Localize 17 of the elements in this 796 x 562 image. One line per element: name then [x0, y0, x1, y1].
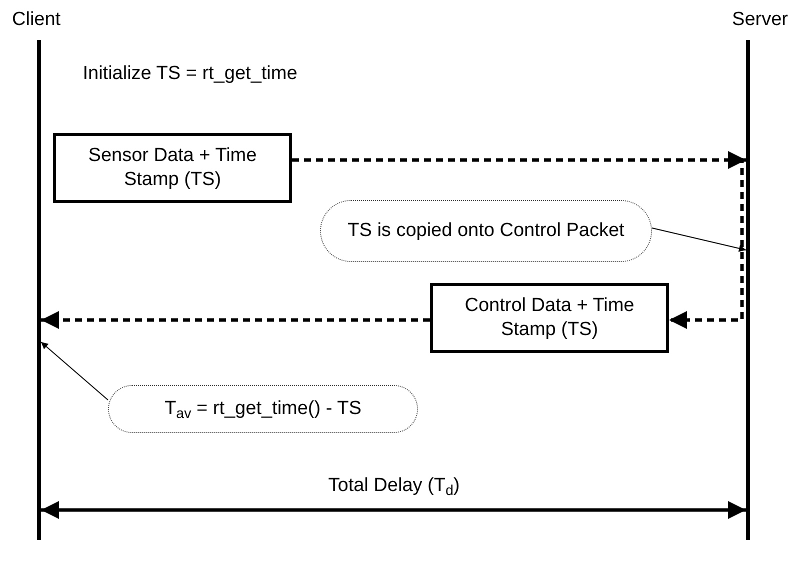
arrow	[41, 311, 430, 329]
lifeline	[746, 40, 750, 540]
node-caption: Initialize TS = rt_get_time	[82, 62, 298, 86]
lifeline	[37, 40, 41, 540]
message-box	[430, 283, 669, 353]
edge-label: Total Delay (T$_{d}$)	[327, 474, 461, 498]
node-text: Control Data + Time Stamp (TS)	[464, 294, 636, 342]
node-caption: Server	[731, 8, 789, 32]
node-text: TS is copied onto Control Packet	[348, 219, 624, 243]
arrow	[41, 501, 746, 519]
message-box	[53, 133, 292, 203]
node-text: Sensor Data + Time Stamp (TS)	[87, 144, 258, 192]
leader-line	[652, 228, 746, 252]
leader-line	[40, 342, 108, 400]
node-text: T$_{av}$ = rt_get_time() - TS	[164, 397, 362, 421]
node-caption: Client	[11, 8, 62, 32]
arrow	[669, 158, 746, 329]
